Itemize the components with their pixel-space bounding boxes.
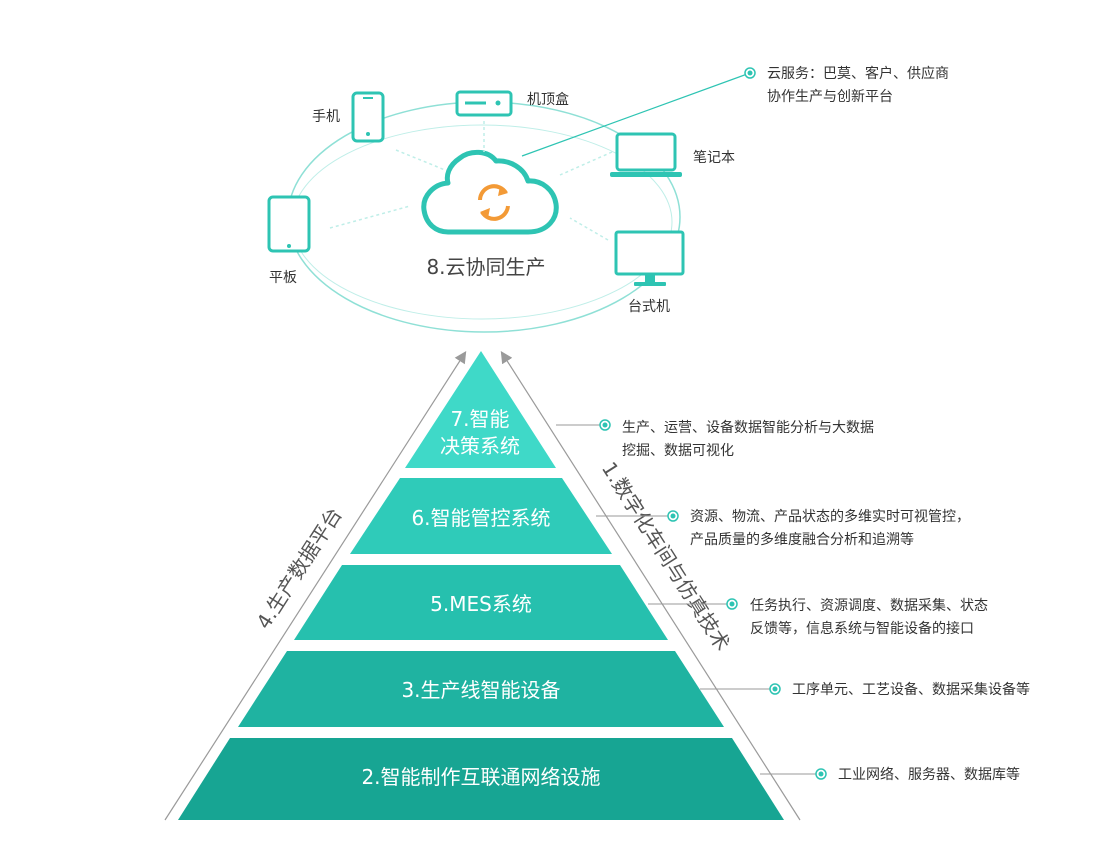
tablet-icon [267, 195, 311, 253]
tier-5-label: 5.MES系统 [430, 592, 532, 616]
service-text-line1: 云服务：巴莫、客户、供应商 [767, 65, 949, 82]
service-link-line [521, 72, 751, 157]
device-links [329, 121, 613, 241]
phone-icon [351, 91, 385, 143]
sync-icon [478, 184, 510, 221]
tier-5-shape [294, 565, 668, 640]
settop-label: 机顶盒 [527, 91, 569, 108]
tier-6-shape [350, 478, 612, 554]
pyramid-section: 7.智能 决策系统 6.智能管控系统 5.MES系统 3.生产线智能设备 2.智… [164, 350, 1030, 821]
tier-5-desc-line1: 任务执行、资源调度、数据采集、状态 [750, 597, 988, 614]
desktop-label: 台式机 [628, 299, 670, 315]
tier-2-shape [178, 738, 784, 820]
tier-6-desc-line1: 资源、物流、产品状态的多维实时可视管控， [690, 508, 970, 525]
tier-7-desc-line1: 生产、运营、设备数据智能分析与大数据 [622, 419, 874, 436]
tier-5-desc-line2: 反馈等，信息系统与智能设备的接口 [750, 620, 974, 637]
phone-label: 手机 [312, 109, 340, 125]
tier-3-label: 3.生产线智能设备 [401, 678, 560, 702]
tier-6-desc-line2: 产品质量的多维度融合分析和追溯等 [690, 531, 914, 548]
tier-3-shape [238, 651, 724, 727]
tier-connectors [556, 424, 817, 775]
tier-7-label-line2: 决策系统 [440, 434, 520, 458]
desktop-icon [614, 230, 685, 276]
cloud-title: 8.云协同生产 [426, 255, 545, 279]
cloud-section: 8.云协同生产 手机 机顶盒 笔记本 平板 台式 [267, 65, 949, 333]
tier-6-label: 6.智能管控系统 [411, 506, 550, 530]
tier-7-label-line1: 7.智能 [450, 407, 509, 431]
tier-2-label: 2.智能制作互联通网络设施 [361, 765, 600, 789]
tablet-label: 平板 [269, 270, 297, 286]
right-axis-arrow [500, 350, 801, 821]
laptop-icon [615, 132, 677, 172]
tier-7-shape [405, 351, 556, 468]
tier-7-desc-line2: 挖掘、数据可视化 [622, 443, 734, 459]
laptop-label: 笔记本 [693, 150, 735, 166]
tier-3-desc-line1: 工序单元、工艺设备、数据采集设备等 [792, 681, 1030, 698]
tier-bullet-dots [599, 419, 827, 780]
tier-2-desc-line1: 工业网络、服务器、数据库等 [838, 766, 1020, 783]
service-text-line2: 协作生产与创新平台 [767, 89, 893, 105]
cloud-icon [421, 149, 559, 235]
left-axis-arrow [164, 350, 467, 821]
